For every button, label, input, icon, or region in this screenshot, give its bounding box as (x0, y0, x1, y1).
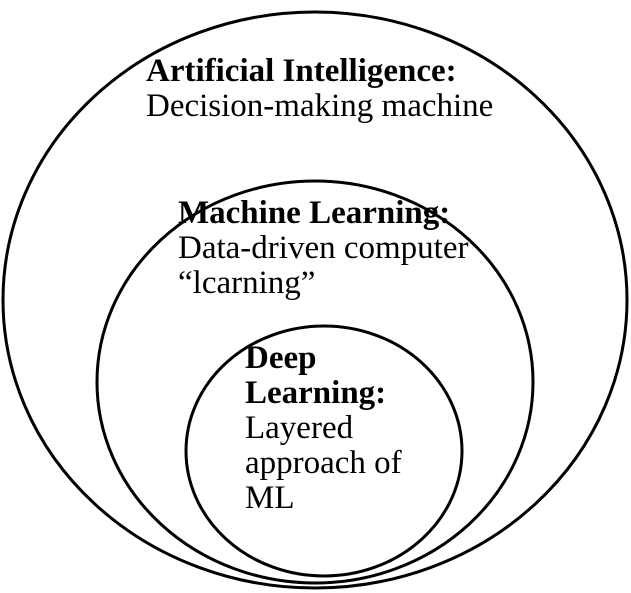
dl-title-line-2: Learning: (245, 375, 387, 411)
ai-label: Artificial Intelligence: Decision-making… (146, 54, 493, 124)
ml-circle (95, 179, 535, 585)
dl-circle (184, 324, 464, 578)
ml-description-line-1: Data-driven computer (178, 230, 469, 266)
dl-title-line-1: Deep (245, 340, 317, 376)
dl-description-line-1: Layered (245, 410, 354, 446)
ml-description-line-2: “lcarning” (178, 265, 316, 301)
ai-circle (1, 10, 629, 590)
ai-description: Decision-making machine (146, 88, 494, 124)
dl-label: Deep Learning: Layered approach of ML (245, 341, 402, 516)
ai-title: Artificial Intelligence: (146, 53, 457, 89)
dl-description-line-2: approach of (245, 445, 402, 481)
ml-label: Machine Learning: Data-driven computer “… (178, 196, 468, 301)
ml-title: Machine Learning: (178, 195, 451, 231)
dl-description-line-3: ML (245, 480, 295, 516)
